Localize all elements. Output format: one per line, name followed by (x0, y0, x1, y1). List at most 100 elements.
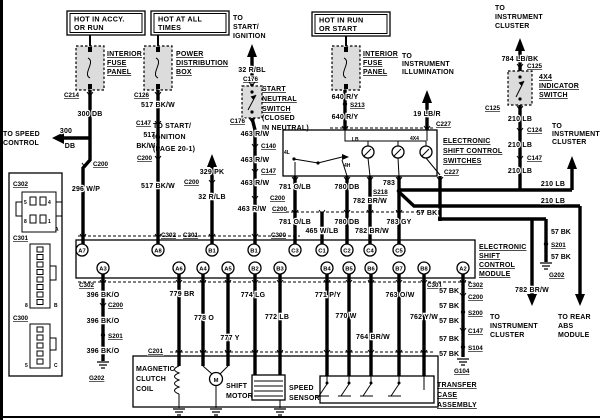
label-cluster-bottom-2: INSTRUMENT (490, 323, 538, 330)
wire-label-300-db: 300 DB (78, 111, 103, 118)
connector-c125-1: C125 (527, 63, 543, 70)
label-indicator-switch-2: INDICATOR (539, 83, 579, 90)
label-line: ILLUMINATION (402, 69, 454, 76)
connector-c125-2: C125 (485, 105, 501, 112)
pin-a6: A6 (175, 267, 183, 273)
fuse-pin-top (88, 47, 92, 52)
wire-label-782-b: 782 BR/W (355, 228, 389, 235)
label-esc-module-4: MODULE (479, 271, 511, 278)
pin-b6: B6 (367, 267, 375, 273)
label-start-neutral-1: START (262, 86, 286, 93)
module-output-wires: C302 396 BK/O C200 396 BK/O S201 396 BK/… (78, 274, 485, 383)
label-line: FUSE (107, 60, 127, 67)
esc-switch-box (282, 129, 438, 177)
label-line: BOX (176, 69, 192, 76)
wire-label-396-3: 396 BK/O (87, 348, 120, 355)
header-box-hot-in-run: HOT IN RUN OR START (311, 11, 391, 37)
ground-g202-left: G202 (89, 375, 105, 382)
splice-s213: S213 (350, 102, 365, 109)
label-cluster-right-2: INSTRUMENT (552, 131, 600, 138)
splice-dot-s104 (460, 344, 466, 350)
label-clutch-coil-2: CLUTCH (136, 376, 166, 383)
label-line: POWER (176, 51, 203, 58)
switch-contact (250, 90, 254, 94)
wire-label-57-4: 57 BK (439, 336, 459, 343)
wire-label-770: 770 W (335, 313, 356, 320)
selector-contact (316, 161, 320, 165)
fuse-icon-interior-fuse-panel (75, 45, 105, 91)
label-shift-motor-2: MOTOR (226, 393, 253, 400)
speed-sensor-detail (254, 380, 283, 397)
connector-c147-4: C147 (468, 328, 484, 335)
label-line: TO (233, 15, 243, 22)
hot-accy-line1: HOT IN ACCY. (74, 15, 125, 24)
label-clutch-coil-3: COIL (136, 386, 154, 393)
splice-dot-s201-left (100, 332, 106, 338)
label-to-start-ignition-top: TO START/ IGNITION (233, 15, 266, 40)
wire-label-781-b: 781 O/LB (279, 219, 311, 226)
arrow-up-210 (567, 156, 577, 169)
switch-module-wires: 781 O/LB 780 DB 783 S218 782 BR/W C200 7… (271, 176, 413, 244)
wire-label-db: DB (65, 143, 76, 150)
fuse-icon-interior-fuse-panel-right (331, 45, 361, 91)
pin-b1a: B1 (208, 249, 216, 255)
label-power-distribution-box: POWER DISTRIBUTION BOX (176, 51, 228, 76)
pin-num-5: 5 (24, 200, 27, 206)
splice-dot-s200 (460, 309, 466, 315)
wire-label-57-sw: 57 BK (417, 210, 438, 217)
connector-c200-2: C200 (137, 155, 153, 162)
connector-c140: C140 (261, 143, 277, 150)
pin-num-8: 8 (24, 219, 27, 225)
pin-circle (363, 243, 377, 257)
wire-label-517-col: BK/W (136, 143, 155, 150)
arrow-up-illumination (422, 90, 432, 103)
switch-contact (250, 110, 254, 114)
fuse-element (342, 57, 348, 79)
pin-c1: C1 (318, 249, 326, 255)
fuse-pin-bottom (156, 84, 160, 89)
connector-b-tag: B (54, 303, 58, 309)
output-wires (101, 274, 465, 376)
switch-contact (347, 381, 351, 385)
mark-lb: LB (352, 137, 359, 143)
esc-internal-wiring (293, 130, 441, 177)
hot-run-line2: OR START (319, 24, 358, 33)
wire-label-210-c: 210 LB (508, 168, 532, 175)
fuse-body (75, 45, 105, 91)
internal-stems (178, 365, 425, 408)
wire-label-782-c: 782 BR/W (515, 287, 549, 294)
pin-circle (340, 243, 354, 257)
connector-c176-2: C176 (230, 118, 246, 125)
wire-label-300: 300 (60, 128, 72, 135)
wire-label-210-e: 210 LB (541, 198, 565, 205)
connector-c227-bottom: C227 (444, 169, 460, 176)
mark-4h: 4H (344, 163, 351, 169)
label-cluster-bottom-1: TO (490, 314, 500, 321)
wire-label-640-1: 640 R/Y (332, 94, 359, 101)
label-line: FUSE (363, 60, 383, 67)
splice-dot-s213 (342, 101, 348, 107)
wire-label-777: 777 Y (220, 335, 239, 342)
splice-dot-s201-right (543, 241, 549, 247)
switch-blade-arrow (518, 81, 524, 86)
fuse-element (154, 57, 160, 79)
esc-module-box (75, 239, 476, 279)
pin-b8: B8 (420, 267, 428, 273)
label-transfer-case-2: CASE (437, 392, 457, 399)
pin-circle (315, 243, 329, 257)
wire-label-57-g2: 57 BK (551, 254, 571, 261)
ground-g202-right: G202 (549, 272, 565, 279)
label-line: CLUSTER (495, 23, 529, 30)
arrow-down-abs (575, 294, 585, 306)
connector-c-pins (36, 326, 57, 365)
wire-label-57-g1: 57 BK (551, 229, 571, 236)
circuit-640: 640 R/Y S213 640 R/Y (330, 90, 366, 130)
arrow-down-782 (527, 294, 537, 306)
wire-label-640-2: 640 R/Y (332, 114, 359, 121)
wire-label-764: 764 BR/W (356, 334, 390, 341)
label-start-neutral-2: NEUTRAL (262, 96, 297, 103)
wire-label-778: 778 O (194, 315, 214, 322)
wire-label-396-1: 396 BK/O (87, 292, 120, 299)
